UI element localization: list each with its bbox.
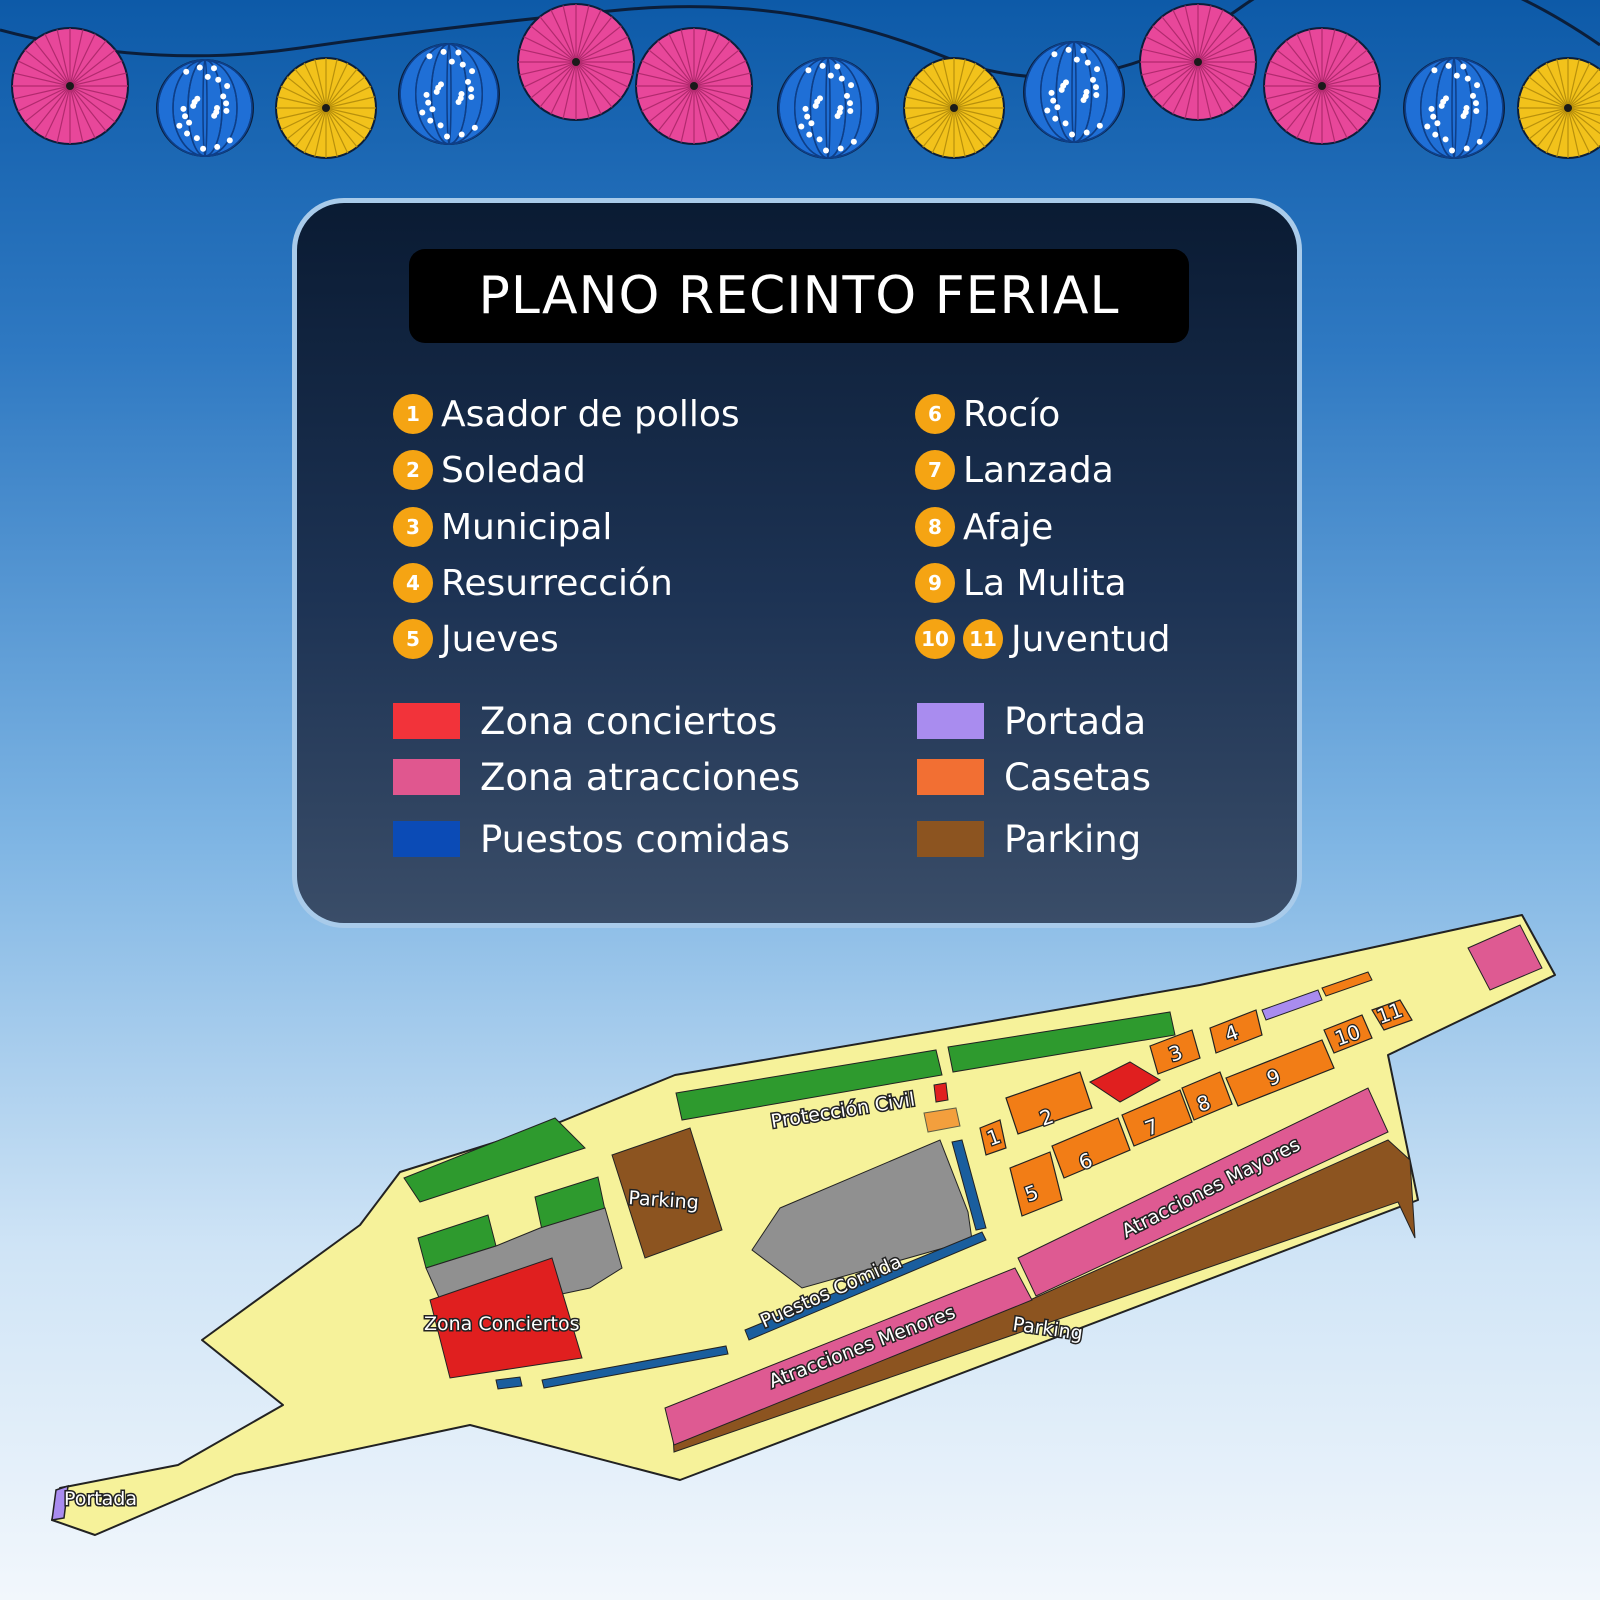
- zona-conciertos-area: [429, 1257, 583, 1379]
- caseta-strip: [1321, 971, 1373, 997]
- legend-casetas: Casetas: [917, 752, 1151, 802]
- caseta-11: [1371, 999, 1413, 1031]
- legend-caseta-5: 5 Jueves: [393, 614, 559, 664]
- caseta-name: La Mulita: [963, 562, 1127, 604]
- map-label-portada: Portada: [64, 1488, 137, 1510]
- number-badge: 9: [915, 563, 955, 603]
- number-badge: 1: [393, 394, 433, 434]
- number-badge: 3: [393, 507, 433, 547]
- caseta-name: Municipal: [441, 506, 613, 548]
- color-swatch: [917, 759, 984, 795]
- legend-label: Puestos comidas: [480, 817, 791, 861]
- blue-lantern: [777, 57, 879, 159]
- blue-lantern: [398, 43, 500, 145]
- legend-caseta-4: 4 Resurrección: [393, 558, 673, 608]
- legend-caseta-7: 7 Lanzada: [915, 445, 1114, 495]
- caseta-name: Lanzada: [963, 449, 1114, 491]
- zona-conciertos-area: [1089, 1061, 1162, 1103]
- green-area: [947, 1011, 1176, 1073]
- legend-zona-atracciones: Zona atracciones: [393, 752, 800, 802]
- caseta-7: [1121, 1089, 1193, 1147]
- yellow-paper-fan: [1517, 57, 1600, 159]
- portada-gate-shape: [51, 1484, 69, 1521]
- puestos-comida-strip: [744, 1231, 987, 1341]
- color-swatch: [393, 759, 460, 795]
- number-badge: 11: [963, 619, 1003, 659]
- caseta-name: Jueves: [441, 618, 559, 660]
- caseta-name: Juventud: [1011, 618, 1171, 660]
- pink-paper-fan: [1263, 27, 1381, 145]
- portada-gate: [51, 1484, 69, 1521]
- caseta-8: [1181, 1071, 1233, 1121]
- portada-strip: [1261, 989, 1323, 1021]
- pink-paper-fan: [11, 27, 129, 145]
- green-area: [675, 1049, 943, 1121]
- caseta-name: Asador de pollos: [441, 393, 740, 435]
- color-swatch: [917, 703, 984, 739]
- caseta-4: [1209, 1009, 1263, 1054]
- color-swatch: [917, 821, 984, 857]
- legend-label: Parking: [1004, 817, 1142, 861]
- legend-zona-conciertos: Zona conciertos: [393, 696, 777, 746]
- caseta-2: [1005, 1071, 1093, 1135]
- zona-conciertos-area: [933, 1082, 949, 1103]
- parking-area: [611, 1127, 723, 1259]
- caseta-name: Afaje: [963, 506, 1054, 548]
- blue-lantern: [1403, 57, 1505, 159]
- caseta-name: Resurrección: [441, 562, 673, 604]
- number-badge: 2: [393, 450, 433, 490]
- pink-paper-fan: [517, 3, 635, 121]
- legend-caseta-10-11: 10 11 Juventud: [915, 614, 1171, 664]
- blue-lantern: [156, 59, 254, 157]
- color-swatch: [393, 821, 460, 857]
- atracciones-mayores-area: [1017, 1087, 1389, 1297]
- puestos-comida-strip: [495, 1376, 523, 1390]
- caseta-1: [979, 1119, 1007, 1156]
- caseta-name: Rocío: [963, 393, 1061, 435]
- caseta-10: [1323, 1014, 1373, 1054]
- yellow-paper-fan: [275, 57, 377, 159]
- number-badge: 7: [915, 450, 955, 490]
- legend-caseta-3: 3 Municipal: [393, 502, 612, 552]
- atracciones-menores-area: [664, 1267, 1033, 1446]
- blue-lantern: [1023, 41, 1125, 143]
- legend-parking: Parking: [917, 814, 1141, 864]
- puestos-comida-strip: [541, 1345, 729, 1389]
- pink-paper-fan: [1139, 3, 1257, 121]
- caseta-9: [1225, 1039, 1335, 1107]
- legend-caseta-6: 6 Rocío: [915, 389, 1060, 439]
- legend-label: Casetas: [1004, 755, 1152, 799]
- number-badge: 8: [915, 507, 955, 547]
- page-title: PLANO RECINTO FERIAL: [409, 249, 1189, 343]
- legend-caseta-9: 9 La Mulita: [915, 558, 1127, 608]
- proteccion-civil-building: [923, 1107, 961, 1133]
- legend-portada: Portada: [917, 696, 1146, 746]
- legend-panel: PLANO RECINTO FERIAL 1 Asador de pollos …: [292, 198, 1302, 928]
- number-badge: 10: [915, 619, 955, 659]
- caseta-6: [1051, 1117, 1131, 1179]
- pink-paper-fan: [635, 27, 753, 145]
- legend-label: Zona conciertos: [480, 699, 778, 743]
- legend-puestos-comidas: Puestos comidas: [393, 814, 790, 864]
- map-label-zona-conciertos: Zona Conciertos: [424, 1313, 580, 1335]
- legend-label: Portada: [1004, 699, 1147, 743]
- number-badge: 4: [393, 563, 433, 603]
- yellow-paper-fan: [903, 57, 1005, 159]
- legend-caseta-2: 2 Soledad: [393, 445, 586, 495]
- caseta-5: [1009, 1151, 1063, 1217]
- number-badge: 6: [915, 394, 955, 434]
- caseta-3: [1149, 1029, 1201, 1075]
- green-area: [403, 1117, 586, 1203]
- atracciones-area: [1467, 924, 1543, 991]
- puestos-comida-strip: [951, 1139, 987, 1231]
- caseta-name: Soledad: [441, 449, 586, 491]
- color-swatch: [393, 703, 460, 739]
- festival-garland: [0, 0, 1600, 159]
- legend-caseta-8: 8 Afaje: [915, 502, 1053, 552]
- number-badge: 5: [393, 619, 433, 659]
- legend-caseta-1: 1 Asador de pollos: [393, 389, 740, 439]
- legend-label: Zona atracciones: [480, 755, 801, 799]
